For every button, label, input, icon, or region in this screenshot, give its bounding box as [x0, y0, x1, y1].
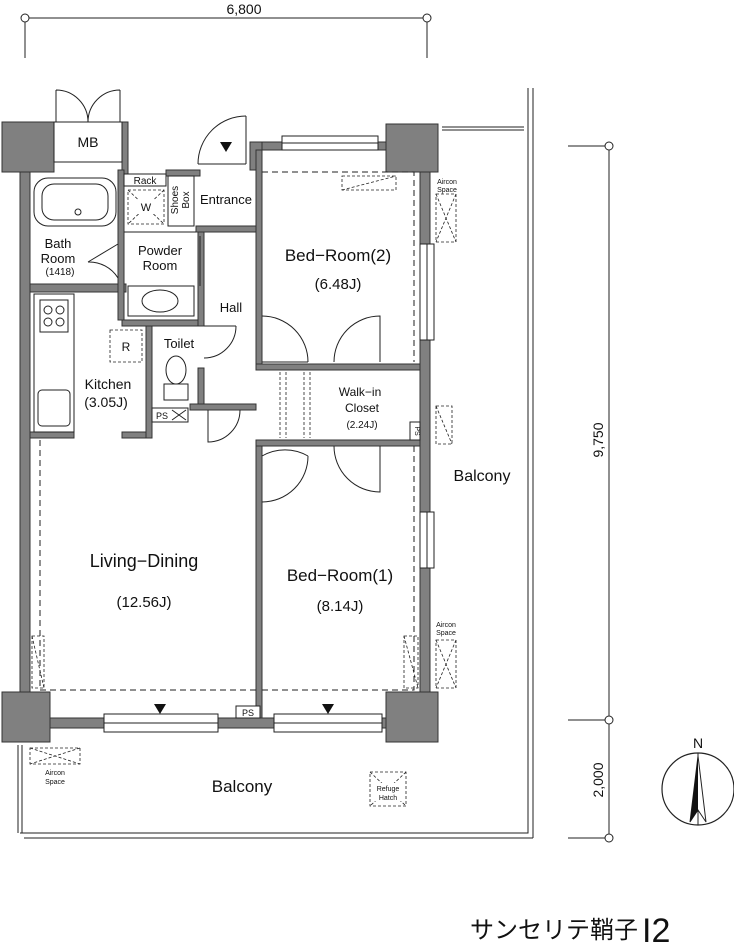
top-dimension: 6,800 — [20, 1, 432, 58]
bedroom-2: Bed−Room(2) (6.48J) — [261, 171, 415, 363]
walkin-size: (2.24J) — [346, 420, 377, 431]
bedroom-1: Bed−Room(1) (8.14J) — [261, 445, 419, 691]
aircon-top-label-2: Space — [437, 187, 457, 194]
entrance-arrow-icon — [220, 142, 232, 152]
refuge-hatch: Refuge Hatch — [369, 771, 407, 807]
kitchen: R Kitchen (3.05J) — [33, 293, 143, 433]
bath-label: Bath — [45, 236, 72, 251]
bed1-size: (8.14J) — [317, 598, 364, 615]
living-dining: Living−Dining (12.56J) PS — [31, 440, 261, 719]
property-name: サンセリテ鞘子 — [470, 916, 638, 944]
balcony-bottom-label: Balcony — [212, 777, 273, 796]
fridge-label: R — [122, 340, 131, 354]
mb-doors: MB — [55, 89, 121, 150]
bathroom: Bath Room (1418) — [33, 177, 119, 279]
powder-label: Powder — [138, 243, 183, 258]
aircon-bottom-label-2: Space — [45, 779, 65, 786]
unit-type: I2 — [642, 912, 671, 950]
bed2-label: Bed−Room(2) — [285, 246, 391, 265]
bath-label-2: Room — [41, 251, 76, 266]
toilet: Toilet PS — [151, 325, 237, 423]
refuge-label-2: Hatch — [379, 795, 397, 802]
walk-in-closet: Walk−in Closet (2.24J) PS — [279, 372, 421, 441]
entrance-label: Entrance — [200, 192, 252, 207]
refuge-label: Refuge — [377, 786, 400, 793]
living-door — [207, 409, 241, 443]
aircon-right-bottom: Aircon Space — [435, 622, 457, 689]
living-size: (12.56J) — [116, 594, 171, 611]
stove-icon — [39, 299, 69, 333]
mb-label: MB — [78, 134, 99, 150]
powder-label-2: Room — [143, 258, 178, 273]
bedroom-arrow-icon — [322, 704, 334, 714]
entry-arrows — [154, 142, 334, 714]
balcony-right-label: Balcony — [454, 468, 511, 485]
toilet-label: Toilet — [164, 336, 195, 351]
bath-size: (1418) — [46, 267, 75, 278]
aircon-top: Aircon Space — [435, 179, 457, 243]
walkin-label: Walk−in — [339, 385, 382, 399]
balcony-depth-label: 2,000 — [590, 762, 606, 797]
rack-label: Rack — [134, 176, 158, 187]
ps-kitchen-label: PS — [156, 411, 168, 421]
living-arrow-icon — [154, 704, 166, 714]
north-label: N — [693, 735, 703, 751]
compass-rose: N — [661, 735, 734, 826]
powder-room: Powder Room — [124, 231, 201, 317]
kitchen-label: Kitchen — [85, 376, 132, 392]
aircon-mid-label-2: Space — [436, 630, 456, 637]
hall-label: Hall — [220, 300, 243, 315]
laundry-area: Rack W Shoes Box Entrance — [123, 173, 252, 227]
windows — [103, 135, 435, 733]
balcony-outline — [17, 88, 534, 839]
aircon-bottom-label: Aircon — [45, 770, 65, 777]
ps-closet-label: PS — [413, 426, 420, 436]
walkin-label-2: Closet — [345, 401, 380, 415]
width-dimension-label: 6,800 — [226, 1, 261, 17]
ps-bottom-label: PS — [242, 708, 254, 718]
depth-dimension-label: 9,750 — [590, 422, 606, 457]
entrance-door — [197, 115, 247, 165]
north-arrow-icon — [690, 756, 698, 822]
aircon-mid-label: Aircon — [436, 622, 456, 629]
shoes-box-label: Shoes — [170, 186, 181, 214]
bed2-size: (6.48J) — [315, 276, 362, 293]
aircon-top-label: Aircon — [437, 179, 457, 186]
sink-icon — [37, 389, 71, 427]
aircon-bottom: Aircon Space — [29, 747, 81, 786]
kitchen-size: (3.05J) — [84, 394, 128, 410]
bed1-label: Bed−Room(1) — [287, 566, 393, 585]
washer-label: W — [141, 202, 152, 214]
living-label: Living−Dining — [90, 551, 199, 571]
aircon-mid — [435, 405, 453, 445]
shoes-box-label-2: Box — [181, 191, 192, 208]
right-dimension: 9,750 2,000 — [568, 141, 614, 843]
